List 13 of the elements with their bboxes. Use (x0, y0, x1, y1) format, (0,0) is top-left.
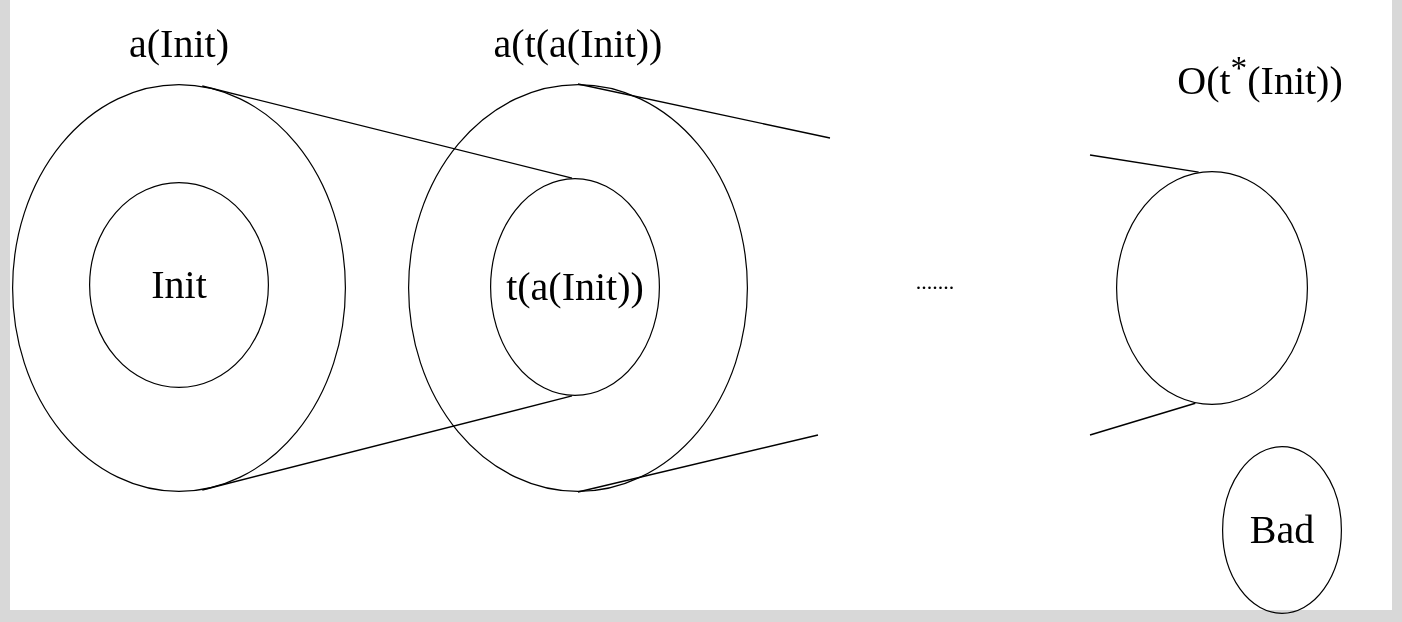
ellipse-heading: a(t(a(Init)) (493, 24, 663, 64)
tangent-line (577, 83, 831, 139)
tangent-line (201, 85, 573, 179)
tangent-line (577, 434, 819, 493)
tangent-line (1089, 402, 1197, 436)
ellipse-label: Bad (1249, 510, 1315, 550)
ellipse-heading: a(Init) (129, 24, 229, 64)
tangent-line (1089, 154, 1200, 173)
ellipse-heading: O(t$^{*}$(Init)) (1177, 51, 1343, 101)
ellipse-label: t(a(Init)) (506, 267, 644, 307)
ellipse-label: Init (151, 265, 207, 305)
tangent-line (201, 395, 573, 491)
ellipsis-text: ....... (915, 271, 955, 293)
